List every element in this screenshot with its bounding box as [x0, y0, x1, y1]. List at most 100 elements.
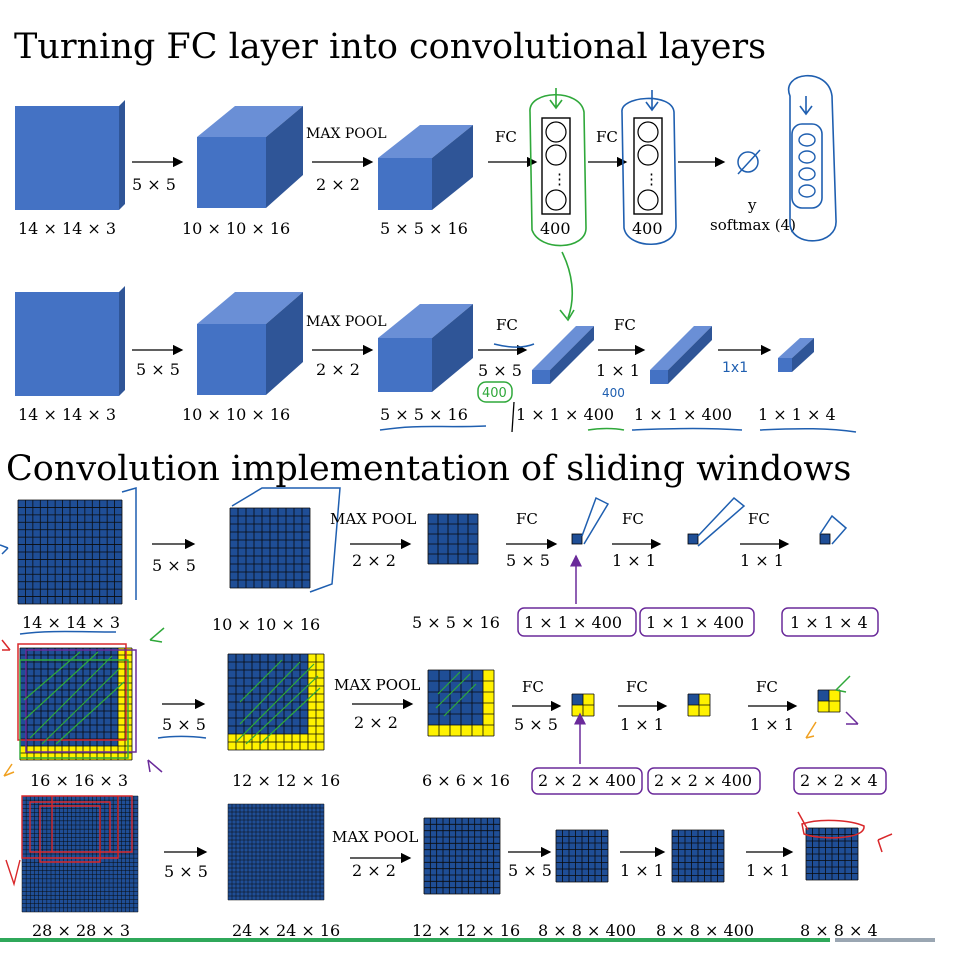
dim-1x1x400-b: 1 × 1 × 400 — [634, 405, 732, 424]
label-fc: FC — [522, 678, 544, 696]
cube-front-10x10x16 — [197, 324, 266, 395]
svg-text:400: 400 — [602, 386, 625, 400]
label-fc: FC — [756, 678, 778, 696]
cube-side — [432, 125, 473, 210]
dim-10x10x16: 10 × 10 × 16 — [182, 405, 290, 424]
dim-16x16x3: 16 × 16 × 3 — [30, 771, 128, 790]
grid-2x2x400-b — [687, 693, 711, 717]
dim-5x5x16: 5 × 5 × 16 — [380, 219, 468, 238]
op-2x2: 2 × 2 — [352, 861, 396, 880]
dim-12x12x16: 12 × 12 × 16 — [232, 771, 340, 790]
label-fc: FC — [496, 316, 518, 334]
dim-1x1x400-a: 1 × 1 × 400 — [516, 405, 614, 424]
cube-front-10x10x16 — [197, 137, 266, 208]
input-square-side — [119, 100, 125, 210]
label-max-pool: MAX POOL — [330, 510, 416, 528]
cell-1x1x400-a — [571, 533, 583, 545]
grid-24x24x16 — [227, 803, 325, 901]
label-fc: FC — [622, 510, 644, 528]
dim-400-b: 400 — [632, 219, 663, 238]
op-5x5: 5 × 5 — [152, 556, 196, 575]
label-max-pool: MAX POOL — [332, 828, 418, 846]
dim-14x14x3: 14 × 14 × 3 — [22, 613, 120, 632]
hand-400-box — [477, 381, 513, 403]
row1-network: 14 × 14 × 3 5 × 5 10 × 10 × 16 MAX POOL … — [15, 74, 837, 247]
output-node-hand — [737, 151, 759, 173]
op-1x1: 1 × 1 — [612, 551, 656, 570]
label-fc: FC — [614, 316, 636, 334]
op-5x5: 5 × 5 — [132, 175, 176, 194]
row5-sliding: 5 × 5 MAX POOL 2 × 2 5 × 5 1 × 1 1 × 1 2… — [5, 795, 893, 940]
grid-10x10x16 — [229, 507, 311, 589]
row4-sliding: 5 × 5 MAX POOL 2 × 2 FC 5 × 5 FC 1 × 1 F… — [1, 627, 887, 795]
progress-bar-green — [0, 938, 830, 942]
dim-2x2x400-b: 2 × 2 × 400 — [654, 771, 752, 790]
column-1x1x4 — [778, 358, 792, 372]
label-fc: FC — [516, 510, 538, 528]
cube-front-5x5x16 — [378, 338, 432, 392]
op-5x5: 5 × 5 — [136, 360, 180, 379]
label-y: y — [747, 196, 757, 214]
op-1x1: 1 × 1 — [620, 861, 664, 880]
column-1x1x400-a — [532, 370, 550, 384]
dim-8x8x4: 8 × 8 × 4 — [800, 921, 878, 940]
title-sliding-windows: Convolution implementation of sliding wi… — [6, 449, 851, 489]
dim-5x5x16: 5 × 5 × 16 — [380, 405, 468, 424]
title-fc-to-conv: Turning FC layer into convolutional laye… — [14, 27, 766, 67]
op-5x5: 5 × 5 — [164, 862, 208, 881]
red-window-scribbles — [21, 795, 133, 863]
fc-neurons-400-a: ⋮ — [541, 117, 571, 215]
op-2x2: 2 × 2 — [354, 713, 398, 732]
grid-2x2x4 — [817, 689, 841, 713]
dim-1x1x4: 1 × 1 × 4 — [758, 405, 836, 424]
dim-400-a: 400 — [540, 219, 571, 238]
op-1x1: 1 × 1 — [750, 715, 794, 734]
dim-10x10x16: 10 × 10 × 16 — [212, 615, 320, 634]
label-max-pool: MAX POOL — [306, 126, 387, 142]
column-1x1x400-b — [650, 370, 668, 384]
dim-1x1x400-a: 1 × 1 × 400 — [524, 613, 622, 632]
op-2x2: 2 × 2 — [352, 551, 396, 570]
dim-12x12x16: 12 × 12 × 16 — [412, 921, 520, 940]
cube-top — [378, 125, 473, 158]
dim-8x8x400-b: 8 × 8 × 400 — [656, 921, 754, 940]
label-max-pool: MAX POOL — [334, 676, 420, 694]
dim-2x2x4: 2 × 2 × 4 — [800, 771, 878, 790]
dim-5x5x16: 5 × 5 × 16 — [412, 613, 500, 632]
dim-28x28x3: 28 × 28 × 3 — [32, 921, 130, 940]
label-fc: FC — [596, 128, 618, 146]
blue-circle-annotation — [621, 97, 677, 246]
grid-14x14x3 — [17, 499, 123, 605]
label-softmax: softmax (4) — [710, 216, 796, 234]
grid-16x16x3 — [19, 647, 133, 761]
op-2x2: 2 × 2 — [316, 175, 360, 194]
label-fc: FC — [748, 510, 770, 528]
green-circle-annotation — [529, 93, 587, 247]
cell-1x1x4 — [819, 533, 831, 545]
label-fc: FC — [495, 128, 517, 146]
fc-neurons-400-b: ⋮ — [633, 117, 663, 215]
grid-6x6x16 — [427, 669, 495, 737]
label-max-pool: MAX POOL — [306, 314, 387, 330]
svg-text:⋮: ⋮ — [644, 170, 659, 188]
row2-network: 14 × 14 × 3 5 × 5 10 × 10 × 16 MAX POOL … — [15, 251, 857, 433]
dim-14x14x3: 14 × 14 × 3 — [18, 405, 116, 424]
cube-side — [266, 106, 303, 208]
dim-1x1x400-b: 1 × 1 × 400 — [646, 613, 744, 632]
input-square — [15, 106, 119, 210]
label-fc: FC — [626, 678, 648, 696]
dim-2x2x400-a: 2 × 2 × 400 — [538, 771, 636, 790]
dim-24x24x16: 24 × 24 × 16 — [232, 921, 340, 940]
grid-2x2x400-a — [571, 693, 595, 717]
op-5x5: 5 × 5 — [478, 361, 522, 380]
grid-12x12x16 — [423, 817, 501, 895]
row3-sliding: 5 × 5 MAX POOL 2 × 2 FC 5 × 5 FC 1 × 1 F… — [0, 487, 879, 637]
progress-bar-gray — [835, 938, 935, 942]
svg-text:⋮: ⋮ — [552, 170, 567, 188]
dim-10x10x16: 10 × 10 × 16 — [182, 219, 290, 238]
dim-1x1x4: 1 × 1 × 4 — [790, 613, 868, 632]
grid-5x5x16 — [427, 513, 479, 565]
input-square — [15, 292, 119, 396]
grid-8x8x400-a — [555, 829, 609, 883]
